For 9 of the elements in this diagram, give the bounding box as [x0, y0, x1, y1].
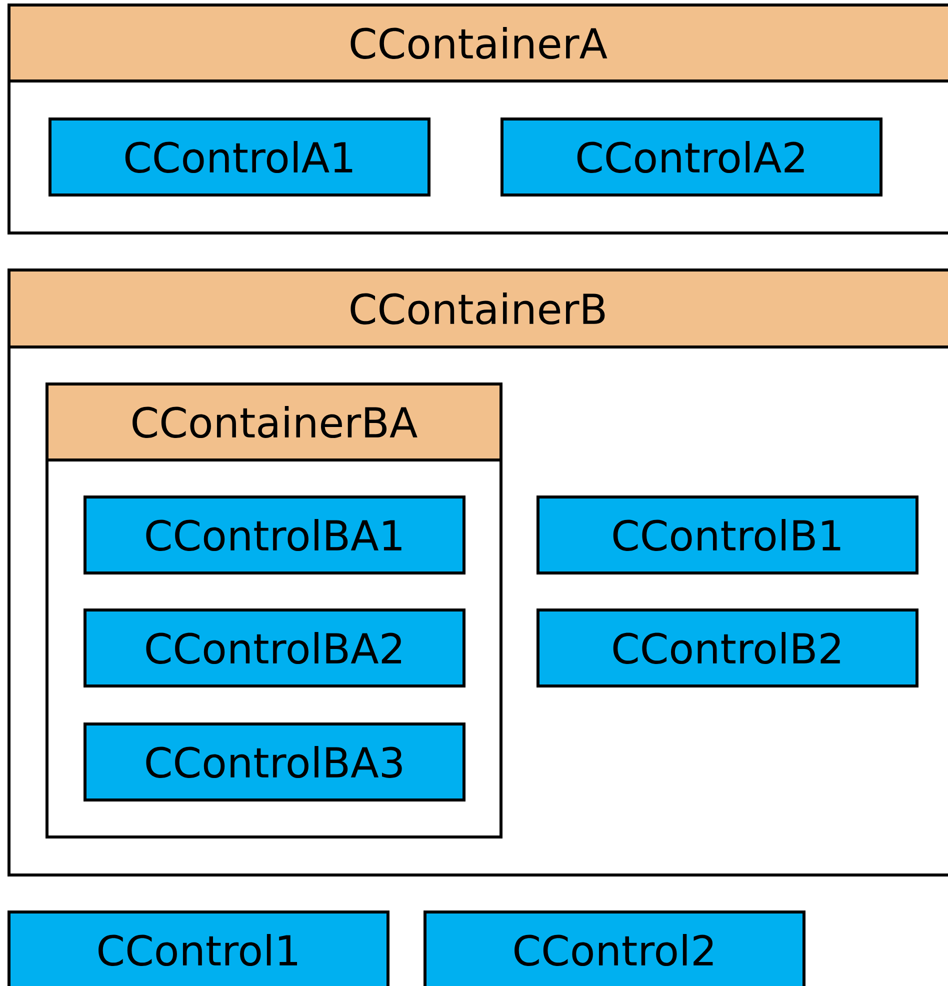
control-box: CControl1	[8, 910, 390, 986]
control-box: CControlBA3	[84, 722, 466, 802]
control-box: CControlB1	[536, 496, 918, 574]
control-box: CControlBA1	[84, 496, 466, 574]
control-box: CControlBA2	[84, 608, 466, 688]
control-box: CControl2	[424, 910, 806, 986]
control-box: CControlB2	[536, 608, 918, 688]
control-box: CControlA1	[48, 118, 430, 196]
control-box: CControlA2	[500, 118, 882, 196]
